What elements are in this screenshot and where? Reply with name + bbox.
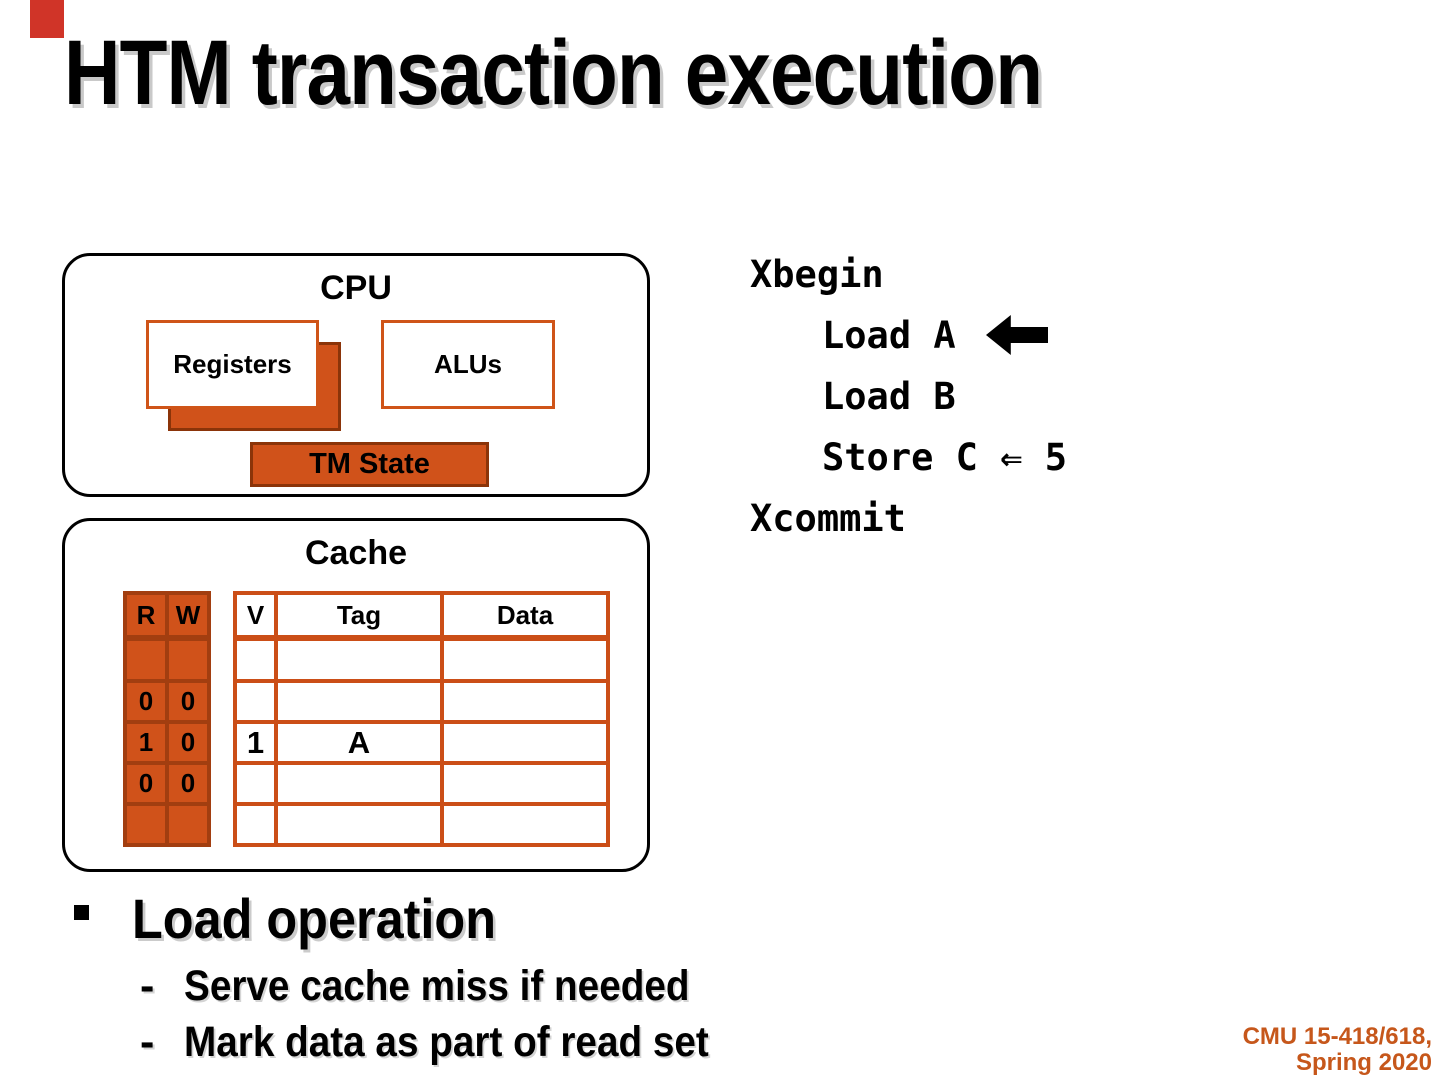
table-cell bbox=[278, 683, 440, 720]
table-cell: 0 bbox=[127, 683, 165, 720]
code-line: Load A bbox=[750, 305, 1067, 366]
table-header-cell: Tag bbox=[278, 595, 440, 635]
dash-bullet-icon: - bbox=[140, 962, 155, 1010]
table-cell bbox=[169, 806, 207, 843]
table-cell: 0 bbox=[169, 683, 207, 720]
course-footer: CMU 15-418/618, Spring 2020 bbox=[1243, 1024, 1432, 1076]
code-line: Load B bbox=[750, 366, 1067, 427]
left-arrow-icon bbox=[986, 315, 1048, 355]
sub-bullet-text: Serve cache miss if needed bbox=[184, 962, 690, 1010]
table-cell bbox=[237, 683, 274, 720]
table-header-cell: W bbox=[169, 595, 207, 635]
dash-bullet-icon: - bbox=[140, 1018, 155, 1066]
table-cell bbox=[278, 641, 440, 679]
code-text: Load B bbox=[822, 375, 956, 418]
table-cell bbox=[127, 806, 165, 843]
table-header-cell: R bbox=[127, 595, 165, 635]
code-line: Xcommit bbox=[750, 488, 1067, 549]
table-header-cell: Data bbox=[444, 595, 606, 635]
table-cell bbox=[444, 765, 606, 802]
footer-line-1: CMU 15-418/618, bbox=[1242, 1023, 1432, 1050]
table-cell bbox=[278, 806, 440, 843]
alus-label: ALUs bbox=[434, 349, 502, 379]
cpu-label: CPU bbox=[320, 269, 392, 307]
table-header-cell: V bbox=[237, 595, 274, 635]
square-bullet-icon bbox=[74, 905, 89, 920]
table-cell: A bbox=[278, 724, 440, 761]
table-cell: 1 bbox=[237, 724, 274, 761]
code-text: Xcommit bbox=[750, 497, 906, 540]
red-marker-icon bbox=[30, 0, 64, 38]
registers-box: Registers bbox=[146, 320, 319, 409]
table-cell bbox=[237, 806, 274, 843]
table-cell bbox=[444, 724, 606, 761]
code-line: Store C ⇐ 5 bbox=[750, 427, 1067, 488]
table-cell bbox=[169, 641, 207, 679]
table-cell bbox=[444, 806, 606, 843]
table-cell: 0 bbox=[169, 765, 207, 802]
alus-box: ALUs bbox=[381, 320, 555, 409]
registers-label: Registers bbox=[173, 349, 292, 379]
table-cell: 0 bbox=[169, 724, 207, 761]
code-text: Load A bbox=[822, 314, 956, 357]
table-cell bbox=[237, 641, 274, 679]
table-cell bbox=[278, 765, 440, 802]
cache-label: Cache bbox=[304, 534, 408, 572]
table-cell bbox=[127, 641, 165, 679]
table-cell bbox=[444, 641, 606, 679]
table-cell bbox=[444, 683, 606, 720]
slide-title: HTM transaction execution bbox=[64, 22, 1043, 124]
sub-bullet-row: -Mark data as part of read set bbox=[140, 1018, 767, 1067]
code-line: Xbegin bbox=[750, 244, 1067, 305]
tm-state-label: TM State bbox=[309, 448, 430, 480]
tm-state-box: TM State bbox=[250, 442, 489, 487]
table-cell: 0 bbox=[127, 765, 165, 802]
table-cell bbox=[237, 765, 274, 802]
code-text: Store C ⇐ 5 bbox=[822, 436, 1068, 479]
main-bullet-text: Load operation bbox=[132, 887, 497, 950]
code-text: Xbegin bbox=[750, 253, 884, 296]
cpu-diagram-box: CPU Registers ALUs TM State bbox=[62, 253, 650, 497]
sub-bullet-text: Mark data as part of read set bbox=[184, 1018, 709, 1066]
sub-bullet-row: -Serve cache miss if needed bbox=[140, 962, 746, 1011]
table-cell: 1 bbox=[127, 724, 165, 761]
footer-line-2: Spring 2020 bbox=[1295, 1049, 1432, 1076]
